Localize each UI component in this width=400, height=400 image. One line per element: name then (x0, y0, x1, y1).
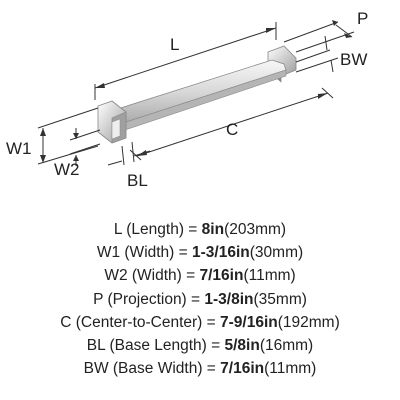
spec-metric: (35mm) (253, 290, 307, 308)
spec-value: 1-3/16in (192, 244, 250, 262)
label-BL: BL (127, 171, 148, 190)
spec-label: W2 (Width) = (104, 267, 200, 285)
spec-label: L (Length) = (113, 221, 202, 238)
label-W1: W1 (6, 139, 32, 158)
spec-base-length: BL (Base Length) = 5/8in(16mm) (0, 334, 400, 357)
cabinet-pull-illustration (97, 45, 297, 144)
spec-projection: P (Projection) = 1-3/8in(35mm) (0, 288, 400, 311)
spec-label: BW (Base Width) = (83, 360, 221, 378)
spec-metric: (30mm) (249, 244, 304, 262)
spec-width-w1: W1 (Width) = 1-3/16in(30mm) (0, 241, 400, 264)
label-C: C (226, 120, 238, 139)
spec-value: 8in (201, 221, 225, 238)
dimension-lines (37, 21, 355, 166)
spec-center-to-center: C (Center-to-Center) = 7-9/16in(192mm) (0, 311, 400, 334)
label-BW: BW (340, 50, 367, 69)
spec-value: 1-3/8in (204, 290, 254, 308)
spec-value: 7/16in (220, 360, 265, 378)
spec-metric: (16mm) (259, 337, 314, 355)
label-P: P (357, 9, 368, 28)
spec-metric: (11mm) (264, 360, 317, 378)
spec-width-w2: W2 (Width) = 7/16in(11mm) (0, 264, 400, 287)
spec-value: 7-9/16in (220, 313, 278, 331)
spec-metric: (11mm) (243, 267, 296, 285)
spec-metric: (203mm) (224, 221, 287, 238)
label-L: L (170, 35, 179, 54)
spec-metric: (192mm) (277, 313, 340, 331)
spec-label: P (Projection) = (93, 290, 205, 308)
spec-label: BL (Base Length) = (86, 337, 225, 355)
handle-dimension-diagram: L P BW W1 W2 C BL (6, 9, 368, 190)
dimension-arrowheads (40, 20, 352, 163)
spec-value: 5/8in (224, 337, 260, 355)
spec-base-width: BW (Base Width) = 7/16in(11mm) (0, 357, 400, 380)
specification-list: L (Length) = 8in(203mm) W1 (Width) = 1-3… (0, 218, 400, 380)
spec-value: 7/16in (199, 267, 244, 285)
label-W2: W2 (54, 160, 80, 179)
spec-label: C (Center-to-Center) = (60, 313, 221, 331)
spec-length: L (Length) = 8in(203mm) (0, 218, 400, 241)
spec-label: W1 (Width) = (96, 244, 193, 262)
